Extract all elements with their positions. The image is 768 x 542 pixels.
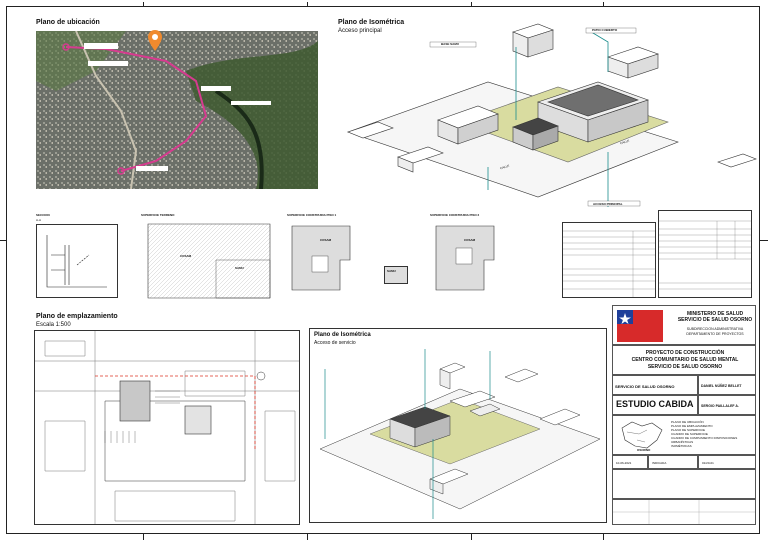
aerial-map bbox=[36, 31, 318, 189]
piso1-samu-block: SAMU bbox=[384, 266, 408, 284]
city-map bbox=[617, 420, 667, 452]
title-block-header: MINISTERIO DE SALUD SERVICIO DE SALUD OS… bbox=[612, 305, 756, 345]
contents-item: PLANO DE UBICACIÓN bbox=[671, 420, 704, 424]
border-tick bbox=[143, 2, 144, 6]
department-name: DEPARTAMENTO DE PROYECTOS bbox=[686, 332, 744, 336]
iso-main-title: Plano de Isométrica bbox=[338, 19, 405, 26]
border-tick bbox=[0, 240, 6, 241]
engineer-cell: SERGIO PAILLALEF A. bbox=[698, 395, 756, 415]
studio-value: ESTUDIO CABIDA bbox=[616, 399, 694, 409]
sheet-value: 01/20-01 bbox=[702, 461, 714, 465]
site-plan bbox=[34, 330, 300, 525]
iso-service-drawing bbox=[309, 328, 607, 523]
sup-piso2-title: SUPERFICIE CONSTRUIDA PISO 2 bbox=[430, 213, 480, 217]
gobierno-logo bbox=[617, 310, 663, 342]
scale-value: INDICADA bbox=[652, 461, 667, 465]
terreno-plan bbox=[146, 222, 272, 300]
contents-cell: OSORNO PLANO DE UBICACIÓN PLANO DE EMPLA… bbox=[612, 415, 756, 455]
contents-item: ISOMÉTRICAS bbox=[671, 444, 692, 448]
sup-terreno-title: SUPERFICIE TERRENO bbox=[141, 213, 175, 217]
project-line-3: SERVICIO DE SALUD OSORNO bbox=[647, 364, 723, 370]
contents-item: CUADRO DE CUMPLIMIENTO DISPOSICIONES URB… bbox=[671, 436, 738, 444]
date-cell: 10-06-2021 bbox=[612, 455, 648, 469]
iso-service-subtitle: Acceso de servicio bbox=[314, 340, 356, 346]
project-title-cell: PROYECTO DE CONSTRUCCIÓN CENTRO COMUNITA… bbox=[612, 345, 756, 375]
label-patio-cubierto: PATIO CUBIERTO bbox=[592, 28, 618, 32]
border-tick bbox=[307, 534, 308, 540]
iso-service-title: Plano de Isométrica bbox=[314, 332, 371, 338]
piso1-plan bbox=[290, 224, 360, 292]
studio-cell: ESTUDIO CABIDA bbox=[612, 395, 698, 415]
label-acceso-principal: ACCESO PRINCIPAL bbox=[593, 202, 623, 206]
scale-cell: INDICADA bbox=[648, 455, 698, 469]
subdireccion-name: SUBDIRECCION ADMINISTRATIVA bbox=[686, 327, 744, 331]
piso1-cosam-label: COSAM bbox=[320, 238, 332, 242]
section-aa-drawing bbox=[36, 224, 118, 298]
border-tick bbox=[143, 534, 144, 540]
revision-cell bbox=[612, 499, 756, 525]
ministry-name: MINISTERIO DE SALUD bbox=[686, 311, 744, 317]
sheet-cell: 01/20-01 bbox=[698, 455, 756, 469]
contents-item: PLANO DE SUPERFICIE bbox=[671, 428, 706, 432]
terreno-samu-label: SAMU bbox=[235, 266, 244, 270]
border-tick bbox=[603, 2, 604, 6]
drawing-sheet bbox=[6, 6, 760, 534]
architect-value: DANIEL NÚÑEZ BELLET bbox=[701, 384, 742, 388]
compliance-table bbox=[658, 210, 752, 298]
architect-cell: DANIEL NÚÑEZ BELLET bbox=[698, 375, 756, 395]
border-tick bbox=[760, 240, 768, 241]
surface-table bbox=[562, 222, 656, 298]
contents-list: PLANO DE UBICACIÓN PLANO DE EMPLAZAMIENT… bbox=[671, 420, 755, 448]
border-tick bbox=[471, 534, 472, 540]
emplaz-title: Plano de emplazamiento bbox=[36, 313, 118, 320]
sup-piso1-title: SUPERFICIE CONSTRUIDA PISO 1 bbox=[287, 213, 337, 217]
location-pin-icon bbox=[148, 30, 162, 57]
piso2-plan bbox=[434, 224, 504, 292]
engineer-value: SERGIO PAILLALEF A. bbox=[701, 404, 739, 408]
ubicacion-title: Plano de ubicación bbox=[36, 19, 100, 26]
seccion-subtitle: A-A bbox=[36, 218, 42, 222]
service-name: SERVICIO DE SALUD OSORNO bbox=[677, 317, 753, 323]
project-line-1: PROYECTO DE CONSTRUCCIÓN bbox=[645, 350, 725, 356]
emplaz-scale: Escala 1:500 bbox=[36, 322, 71, 328]
owner-value: SERVICIO DE SALUD OSORNO bbox=[615, 384, 675, 389]
terreno-cosam-label: COSAM bbox=[180, 254, 192, 258]
seccion-title: SECCION bbox=[36, 213, 50, 217]
owner-cell: SERVICIO DE SALUD OSORNO bbox=[612, 375, 698, 395]
signature-cell bbox=[612, 469, 756, 499]
label-base-samu: BASE SAMU bbox=[441, 42, 460, 46]
border-tick bbox=[307, 2, 308, 6]
piso2-cosam-label: COSAM bbox=[464, 238, 476, 242]
contents-item: PLANO DE EMPLAZAMIENTO bbox=[671, 424, 713, 428]
contents-item: CUADRO DE SUPERFICIE bbox=[671, 432, 708, 436]
piso1-samu-label: SAMU bbox=[387, 269, 396, 273]
iso-main-drawing bbox=[338, 12, 758, 212]
iso-main-subtitle: Acceso principal bbox=[338, 28, 382, 34]
border-tick bbox=[471, 2, 472, 6]
project-line-2: CENTRO COMUNITARIO DE SALUD MENTAL bbox=[631, 357, 739, 363]
date-value: 10-06-2021 bbox=[616, 461, 632, 465]
city-label: OSORNO bbox=[637, 448, 651, 452]
border-tick bbox=[603, 534, 604, 540]
